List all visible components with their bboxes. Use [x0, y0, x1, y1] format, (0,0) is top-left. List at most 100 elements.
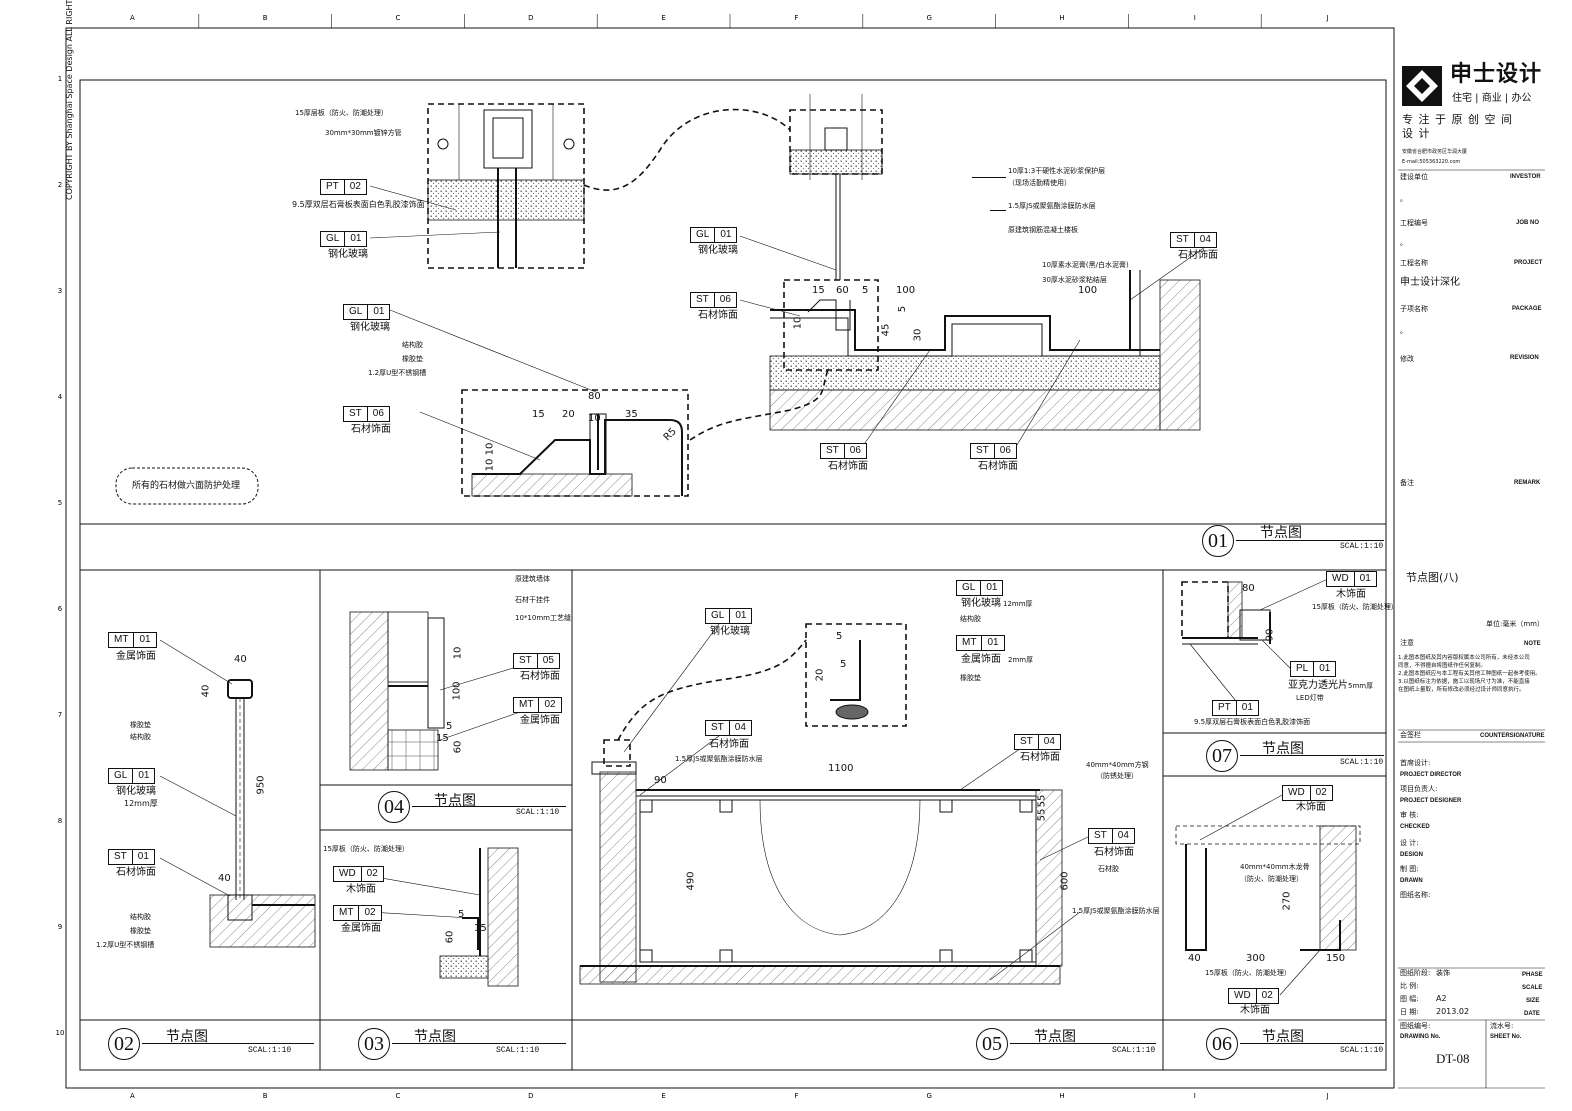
size-en: SIZE [1526, 998, 1540, 1004]
grid-col-label: I [1194, 1092, 1196, 1100]
d01-layer-3: 原建筑钢筋混凝土楼板 [1008, 226, 1078, 234]
sign-row-cn: 项目负责人: [1400, 785, 1438, 793]
sign-row-cn: 图纸名称: [1400, 891, 1431, 899]
sign-row-cn: 设 计: [1400, 839, 1419, 847]
d02-note-c: 结构胶 [130, 913, 151, 921]
d01-note-15board: 15厚层板（防火、防潮处理） [295, 109, 388, 117]
sign-row-cn: 审 核: [1400, 811, 1419, 819]
detail-01-drawing [115, 94, 1201, 505]
d05-dim: 20 [814, 668, 826, 682]
slogan-2: 设 计 [1402, 127, 1431, 140]
d02-note-b: 结构胶 [130, 733, 151, 741]
grid-col-label: C [396, 14, 401, 22]
detail-02-drawing [209, 679, 316, 948]
d06-dim: 270 [1281, 891, 1293, 911]
d01-note-ucao: 1.2厚U型不锈钢槽 [368, 369, 427, 377]
grid-col-label: A [130, 14, 135, 22]
d01-dim: 30 [912, 328, 924, 342]
scale-label: 比 例: [1400, 982, 1419, 990]
d05-dim: 5 [836, 631, 843, 642]
d02-dim: 950 [255, 775, 267, 795]
d05-note-fg: 40mm*40mm方钢 [1086, 761, 1149, 769]
d03-wd02-desc: 木饰面 [346, 884, 376, 895]
tb-row-package-cn: 子项名称 [1400, 305, 1428, 313]
d01-dim: 10 [588, 413, 601, 424]
grid-col-label: B [263, 14, 268, 22]
d01-dim: 100 [896, 285, 916, 296]
d02-dim: 40 [234, 654, 247, 665]
grid-col-label: B [263, 1092, 268, 1100]
unit-label: 单位:毫米（mm） [1486, 620, 1544, 628]
detail-07-drawing [1181, 581, 1271, 645]
d04-note-c: 10*10mm工艺缝 [515, 614, 571, 622]
note-line: 2.此图本图纸应与本工程有关其他工种图纸一起参考使用。 [1398, 671, 1541, 677]
d05-note-xjd: 橡胶垫 [960, 674, 981, 682]
d03-dim: 60 [444, 930, 456, 944]
d07-pl01-sub: 5mm厚 [1348, 682, 1374, 690]
d01-dim: 20 [562, 409, 575, 420]
detail-05-drawing [579, 623, 1063, 985]
d05-mt01-desc: 金属饰面 [961, 654, 1001, 665]
tb-row-revision-en: REVISION [1510, 355, 1539, 361]
d01-gl01-desc-lower: 钢化玻璃 [350, 322, 390, 333]
grid-row-label: 4 [58, 393, 63, 401]
size-value: A2 [1436, 994, 1447, 1003]
d07-dim: 90 [1264, 628, 1276, 642]
tb-row-job-cn: 工程编号 [1400, 219, 1428, 227]
grid-row-label: 3 [58, 287, 62, 295]
grid-col-label: J [1326, 14, 1329, 22]
d01-st06-desc-b: 石材饰面 [351, 424, 391, 435]
scale-en: SCALE [1522, 985, 1543, 991]
grid-row-label: 9 [58, 923, 62, 931]
sheet-no-label: 流水号: [1490, 1022, 1514, 1030]
d01-st06-desc-a: 石材饰面 [698, 310, 738, 321]
d02-gl01-desc: 钢化玻璃 [116, 786, 156, 797]
d01-gl01-desc-right: 钢化玻璃 [698, 245, 738, 256]
d01-dim: 45 [880, 323, 892, 337]
d05-dim: 5 [840, 659, 847, 670]
d01-note-jgj: 结构胶 [402, 341, 423, 349]
d07-note-led: LED灯带 [1296, 694, 1324, 702]
detail-06-drawing [1175, 825, 1361, 951]
grid-row-label: 1 [58, 75, 62, 83]
sign-row-en: PROJECT DIRECTOR [1400, 772, 1462, 778]
drawing-no: DT-08 [1436, 1051, 1470, 1066]
grid-col-label: E [661, 14, 665, 22]
tb-row-investor-value: 。 [1400, 195, 1407, 203]
d02-note-a: 橡胶垫 [130, 721, 151, 729]
d01-dim: 5 [862, 285, 869, 296]
sign-row-cn: 首席设计: [1400, 759, 1431, 767]
d01-note-xjd: 橡胶垫 [402, 355, 423, 363]
d05-dim: 1100 [828, 763, 854, 774]
d07-wd01-desc: 木饰面 [1336, 589, 1366, 600]
d05-gl01b-desc: 钢化玻璃 [961, 598, 1001, 609]
d05-mt01-sub: 2mm厚 [1008, 656, 1034, 664]
tb-row-remark-en: REMARK [1514, 480, 1541, 486]
d02-dim: 40 [218, 873, 231, 884]
sign-row-en: DESIGN [1400, 852, 1424, 858]
sign-row-cn: 制 图: [1400, 865, 1419, 873]
email: E-mail:505363220.com [1402, 159, 1461, 165]
d01-dim: 10 [484, 442, 496, 456]
grid-col-label: A [130, 1092, 135, 1100]
sign-row-en: PROJECT DESIGNER [1400, 798, 1462, 804]
d03-dim: 15 [474, 923, 487, 934]
d05-st04b-desc: 石材饰面 [1020, 752, 1060, 763]
d01-dim: 80 [588, 391, 601, 402]
grid-row-label: 5 [58, 499, 62, 507]
d04-dim: 15 [436, 733, 449, 744]
d05-note-jgj: 结构胶 [960, 615, 981, 623]
grid-row-label: 6 [58, 605, 63, 613]
d04-note-a: 原建筑墙体 [515, 575, 550, 583]
